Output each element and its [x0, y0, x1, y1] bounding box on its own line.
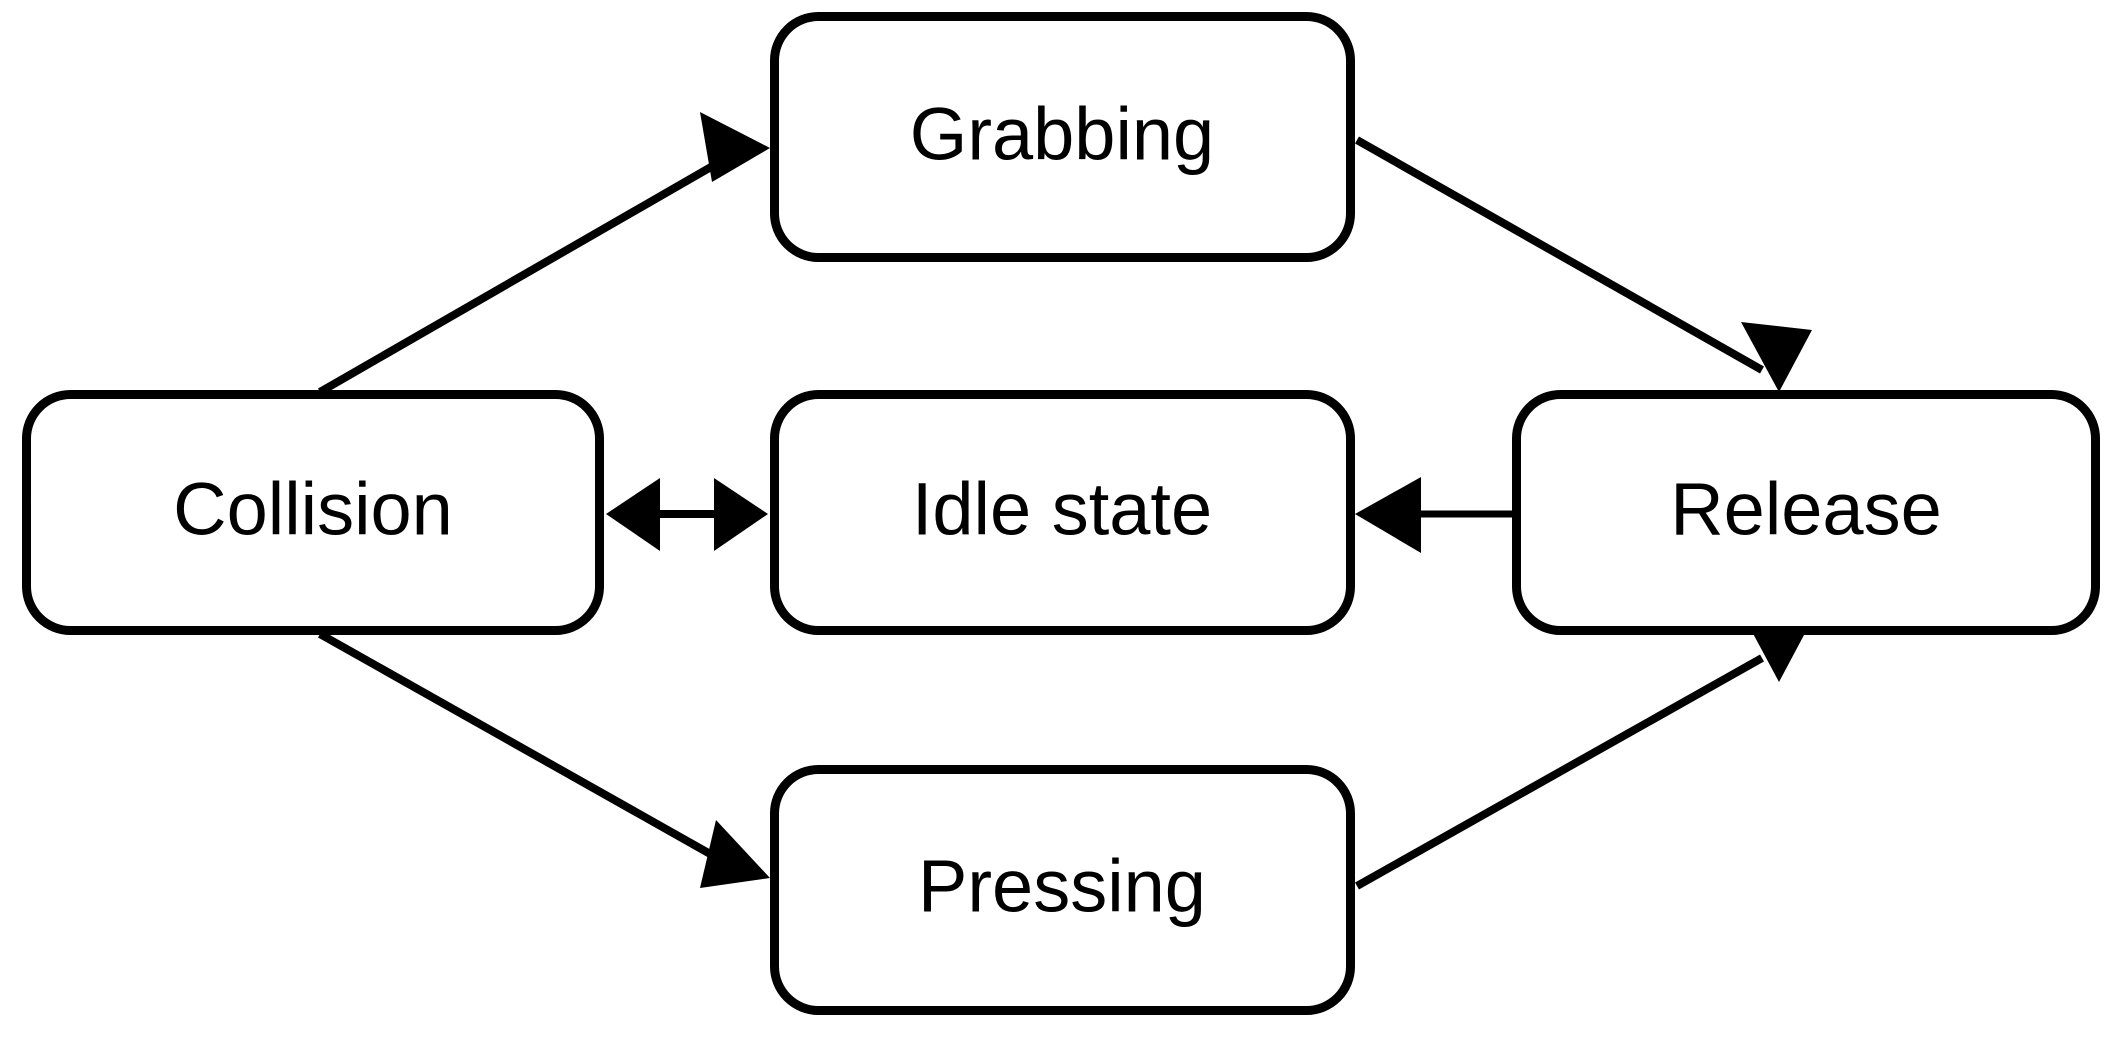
arrowhead-into-idle-right — [1355, 477, 1421, 553]
node-pressing-shape — [770, 765, 1355, 1015]
node-release[interactable]: Release — [1512, 390, 2100, 635]
arrowhead-into-collision — [606, 478, 660, 551]
edge-collision-to-grabbing[interactable] — [318, 112, 770, 396]
node-pressing-label: Pressing — [918, 845, 1206, 928]
node-grabbing-shape — [770, 12, 1355, 262]
edge-release-to-idle[interactable] — [1355, 477, 1512, 553]
node-idle-state[interactable]: Idle state — [770, 390, 1355, 635]
node-grabbing[interactable]: Grabbing — [770, 12, 1355, 262]
node-release-shape — [1512, 390, 2100, 635]
edge-collision-to-pressing[interactable] — [318, 630, 770, 888]
edge-pressing-to-release[interactable] — [1355, 613, 1812, 890]
edge-line-collision-grabbing — [318, 148, 739, 396]
node-collision[interactable]: Collision — [22, 390, 604, 635]
node-collision-shape — [22, 390, 604, 635]
edge-line-pressing-release — [1355, 654, 1764, 890]
node-release-label: Release — [1670, 468, 1942, 551]
node-pressing[interactable]: Pressing — [770, 765, 1355, 1015]
arrowhead-into-idle-left — [714, 478, 768, 551]
node-idle-state-label: Idle state — [912, 468, 1212, 551]
edge-line-collision-pressing — [318, 630, 714, 859]
node-collision-label: Collision — [173, 468, 453, 551]
node-grabbing-label: Grabbing — [910, 93, 1214, 176]
arrowhead-into-release-top — [1741, 322, 1812, 392]
arrowhead-into-pressing — [700, 820, 770, 888]
node-idle-state-shape — [770, 390, 1355, 635]
arrowhead-into-grabbing — [700, 112, 770, 182]
edge-line-grabbing-release — [1355, 136, 1764, 374]
edge-collision-to-idle[interactable] — [606, 478, 768, 551]
edge-grabbing-to-release[interactable] — [1355, 136, 1812, 392]
